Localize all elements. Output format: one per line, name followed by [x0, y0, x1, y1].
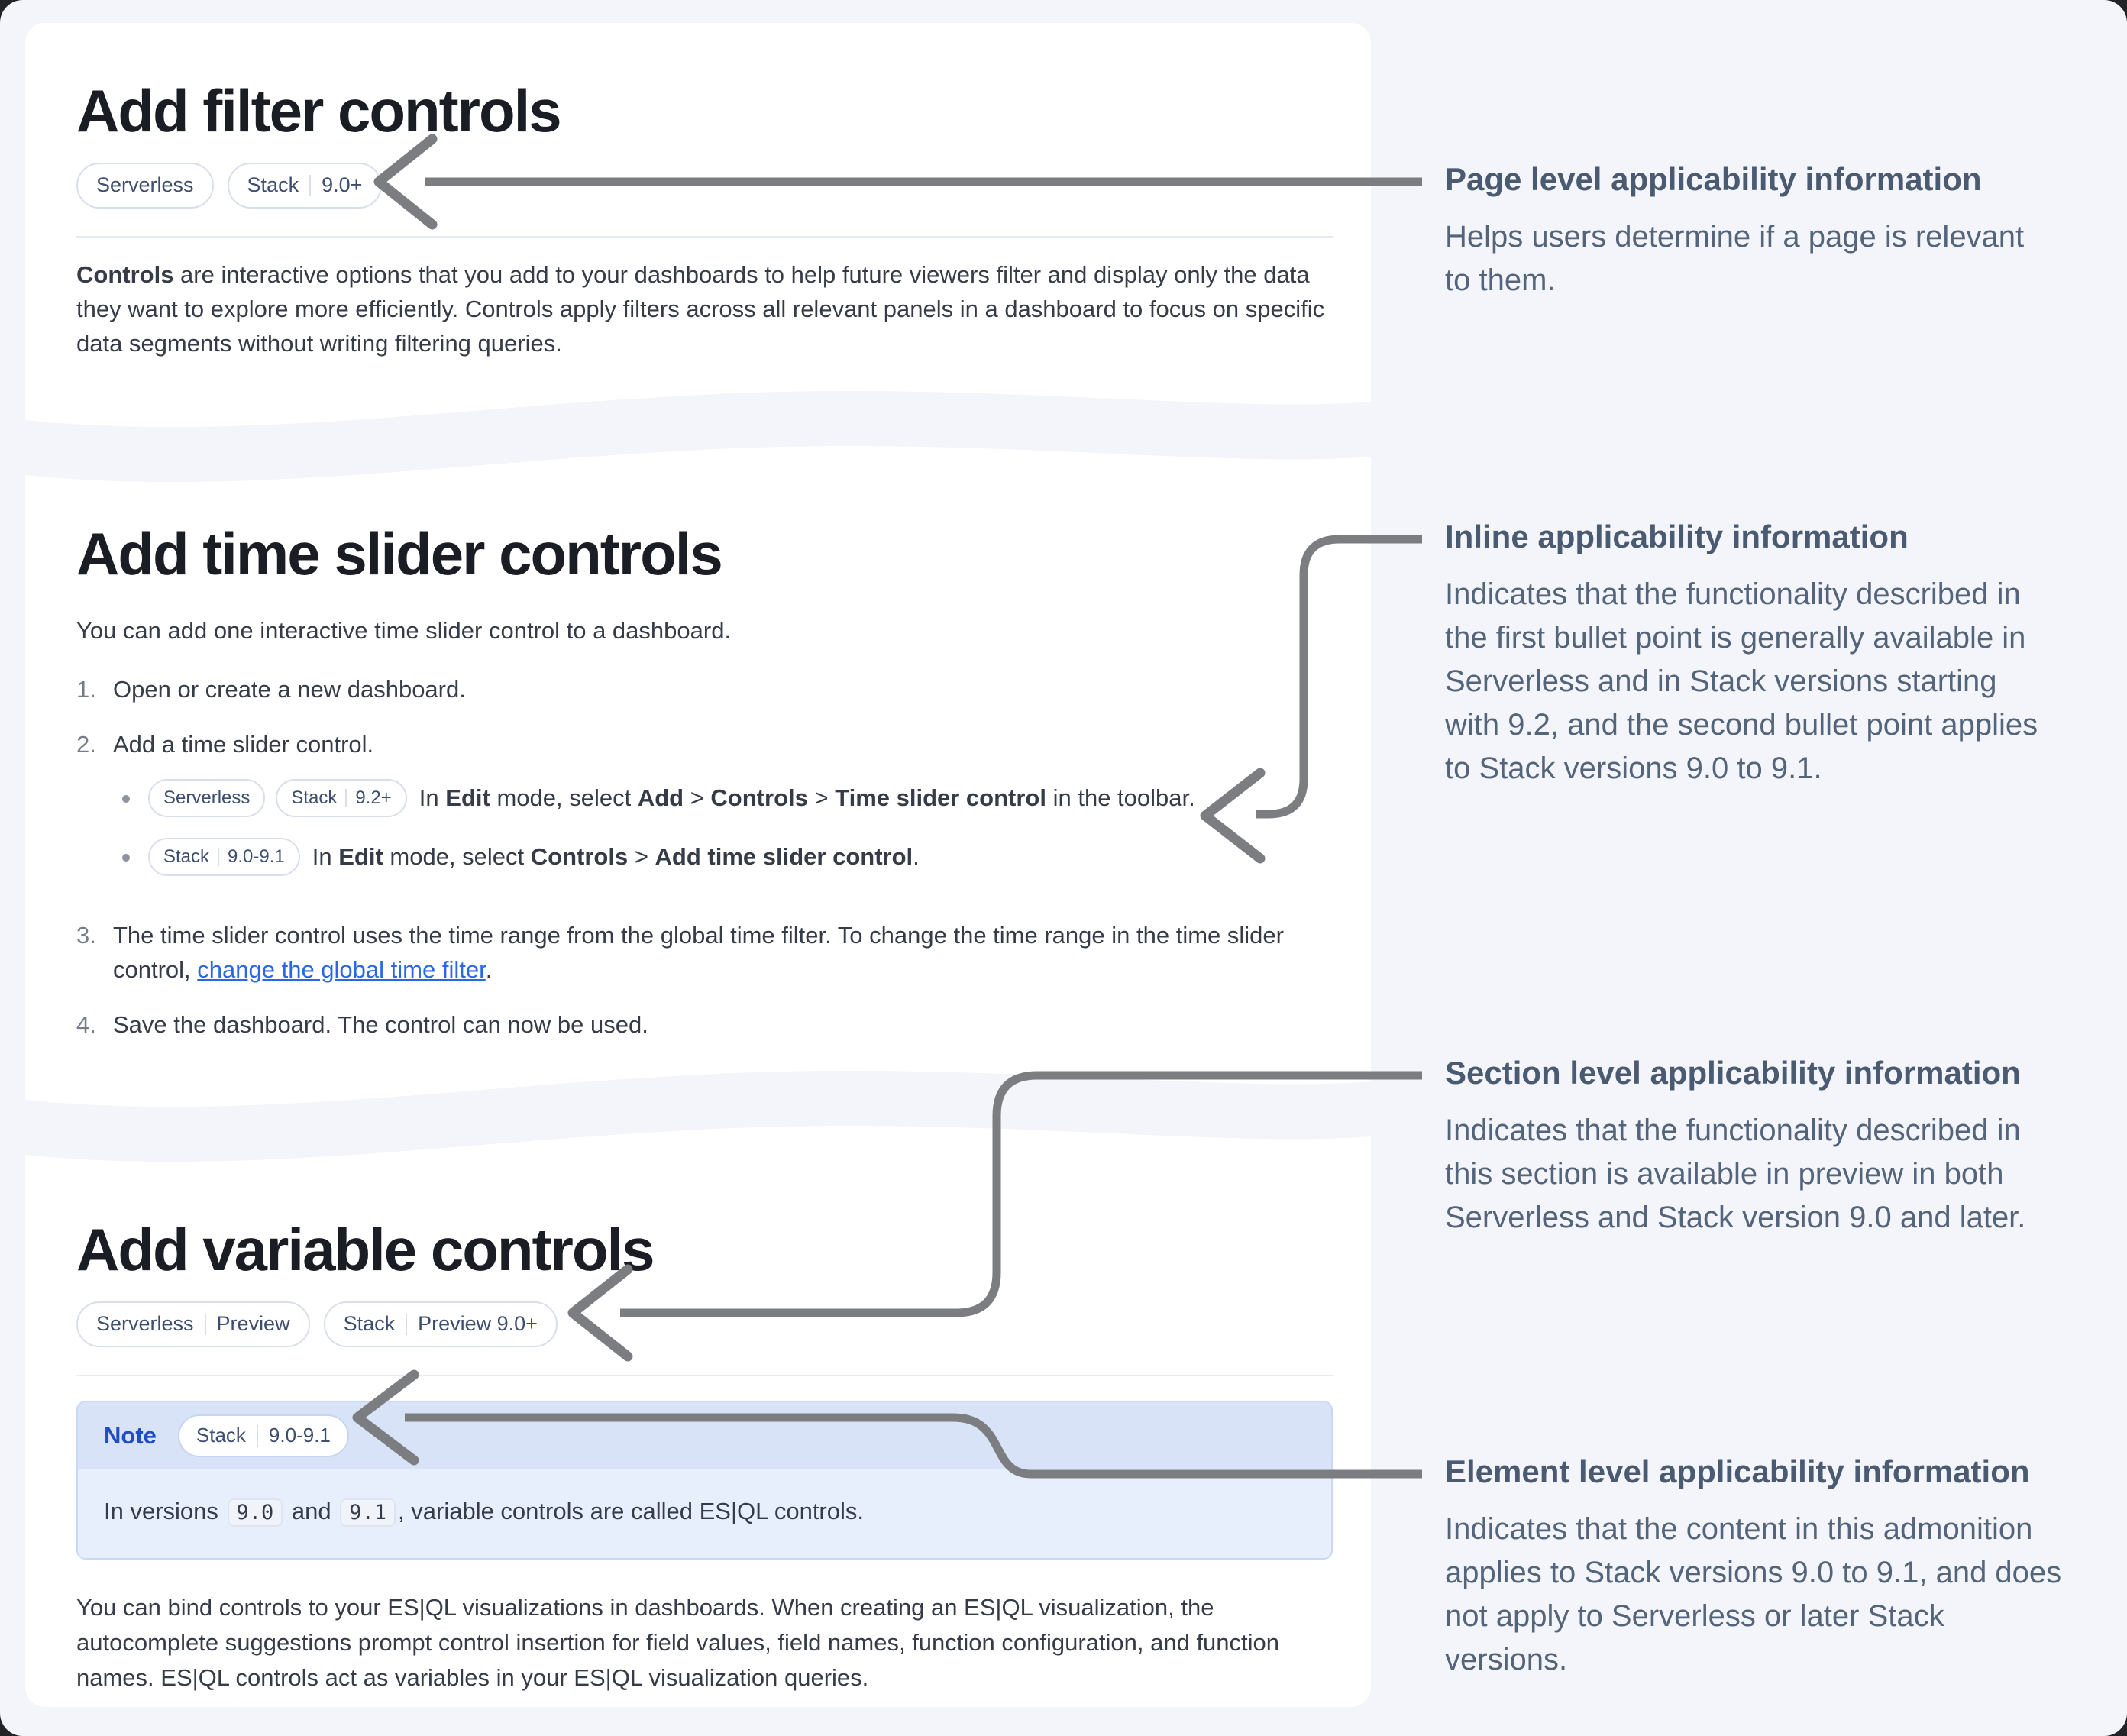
- step-text: Add a time slider control.: [113, 730, 374, 758]
- inline-applicability-badges: Stack 9.0-9.1: [148, 837, 300, 876]
- badge-stack-version: Stack 9.0-9.1: [177, 1414, 349, 1457]
- annotation-section-level: Section level applicability information …: [1445, 1054, 2117, 1240]
- badge-serverless: Serverless: [76, 162, 214, 209]
- annotation-body: Indicates that the functionality describ…: [1445, 1114, 2026, 1235]
- annotation-body: Indicates that the content in this admon…: [1445, 1512, 2062, 1677]
- note-label: Note: [104, 1421, 157, 1449]
- badge-label: Stack: [291, 787, 338, 808]
- note-admonition: Note Stack 9.0-9.1 In versions 9.0 and 9…: [76, 1400, 1333, 1560]
- section-add-filter-controls: Add filter controls Serverless Stack 9.0…: [76, 77, 1333, 360]
- badge-label: Stack: [163, 845, 210, 867]
- step-number: 2.: [76, 730, 96, 758]
- bullet-text: In Edit mode, select Add > Controls > Ti…: [419, 784, 1195, 811]
- step-1: 1. Open or create a new dashboard.: [76, 672, 1333, 706]
- intro-paragraph: Controls are interactive options that yo…: [76, 260, 1325, 357]
- badge-version: 9.2+: [355, 787, 392, 808]
- annotation-page-level: Page level applicability information Hel…: [1445, 160, 2117, 302]
- badge-divider: [406, 1313, 408, 1335]
- step-text: Save the dashboard. The control can now …: [113, 1010, 648, 1038]
- badge-serverless: Serverless: [148, 778, 266, 817]
- bullet-serverless-stack-92: Serverless Stack 9.2+ In Edit mode, sele…: [113, 778, 1333, 819]
- badge-stack-version: Stack 9.2+: [276, 778, 407, 817]
- step-number: 1.: [76, 675, 96, 703]
- badge-label: Serverless: [96, 173, 194, 197]
- badge-divider: [256, 1424, 258, 1447]
- annotation-title: Inline applicability information: [1445, 519, 1909, 554]
- step-4: 4. Save the dashboard. The control can n…: [76, 1007, 1333, 1042]
- annotation-inline-level: Inline applicability information Indicat…: [1445, 518, 2117, 790]
- code-chip: 9.0: [227, 1498, 283, 1527]
- annotation-title: Element level applicability information: [1445, 1453, 2030, 1489]
- annotation-title: Page level applicability information: [1445, 161, 1982, 197]
- badge-divider: [204, 1313, 206, 1335]
- badge-serverless-preview: Serverless Preview: [76, 1301, 310, 1347]
- bullet-text: In Edit mode, select Controls > Add time…: [312, 842, 920, 870]
- section-applicability-badges: Serverless Preview Stack Preview 9.0+: [76, 1301, 1333, 1347]
- page-applicability-badges: Serverless Stack 9.0+: [76, 162, 1333, 209]
- section-title: Add time slider controls: [76, 520, 723, 587]
- badge-divider: [309, 174, 312, 196]
- step-text: The time slider control uses the time ra…: [113, 921, 1284, 983]
- note-header: Note Stack 9.0-9.1: [78, 1401, 1331, 1469]
- change-global-time-filter-link[interactable]: change the global time filter: [197, 955, 486, 983]
- section-add-time-slider-controls: Add time slider controls You can add one…: [76, 520, 1333, 1062]
- badge-version: 9.0-9.1: [268, 1424, 331, 1447]
- step-number: 3.: [76, 921, 96, 949]
- badge-label: Serverless: [163, 787, 251, 808]
- section-add-variable-controls: Add variable controls Serverless Preview…: [76, 1216, 1333, 1696]
- badge-label: Stack: [343, 1312, 396, 1336]
- page-title: Add filter controls: [76, 77, 562, 144]
- ordered-steps: 1. Open or create a new dashboard. 2. Ad…: [76, 672, 1333, 1042]
- badge-divider: [345, 788, 347, 807]
- step-3: 3. The time slider control uses the time…: [76, 918, 1333, 987]
- section-title: Add variable controls: [76, 1216, 655, 1283]
- badge-label: Serverless: [96, 1312, 194, 1336]
- section-intro: You can add one interactive time slider …: [76, 616, 732, 644]
- badge-label: Stack: [247, 173, 299, 197]
- section-divider-wave: [25, 390, 1371, 483]
- annotation-element-level: Element level applicability information …: [1445, 1453, 2117, 1682]
- badge-stack-preview-version: Stack Preview 9.0+: [323, 1301, 558, 1347]
- bullet-stack-90-91: Stack 9.0-9.1 In Edit mode, select Contr…: [113, 837, 1333, 878]
- code-chip: 9.1: [340, 1498, 396, 1527]
- title-divider: [76, 235, 1333, 238]
- step-text: Open or create a new dashboard.: [113, 675, 466, 703]
- badge-divider: [218, 847, 220, 866]
- badge-stack-version: Stack 9.0+: [227, 162, 383, 209]
- title-divider: [76, 1374, 1333, 1376]
- badge-lifecycle: Preview: [216, 1312, 290, 1336]
- badge-lifecycle-version: Preview 9.0+: [418, 1312, 538, 1336]
- annotation-body: Indicates that the functionality describ…: [1445, 577, 2038, 786]
- inline-applicability-badges: Serverless Stack 9.2+: [148, 778, 407, 817]
- closing-paragraph: You can bind controls to your ES|QL visu…: [76, 1593, 1280, 1691]
- badge-version: 9.0+: [322, 173, 363, 197]
- step-2: 2. Add a time slider control. Serverless: [76, 727, 1333, 897]
- note-body: In versions 9.0 and 9.1, variable contro…: [78, 1469, 1331, 1558]
- annotation-title: Section level applicability information: [1445, 1055, 2021, 1091]
- sub-bullet-list: Serverless Stack 9.2+ In Edit mode, sele…: [113, 778, 1333, 878]
- section-divider-wave: [25, 1070, 1371, 1162]
- docs-content-card: Add filter controls Serverless Stack 9.0…: [25, 23, 1371, 1707]
- annotation-body: Helps users determine if a page is relev…: [1445, 220, 2025, 298]
- badge-stack-version: Stack 9.0-9.1: [148, 837, 300, 876]
- badge-version: 9.0-9.1: [228, 845, 285, 867]
- badge-label: Stack: [196, 1424, 246, 1447]
- step-number: 4.: [76, 1010, 96, 1038]
